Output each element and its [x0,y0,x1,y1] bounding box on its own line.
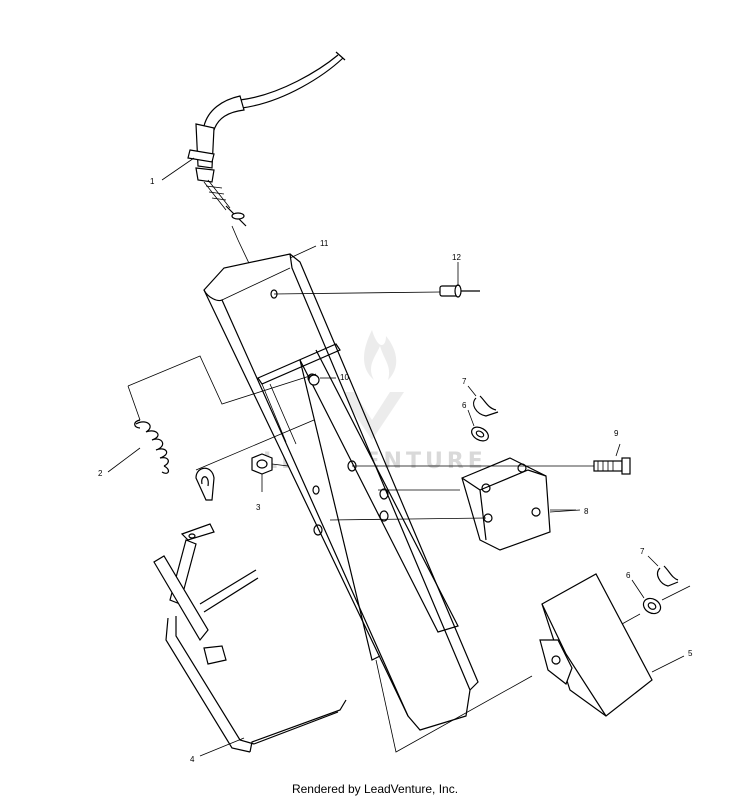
callout-label: 7 [640,547,645,556]
callout-3: 3 [256,474,263,512]
callout-label: 4 [190,755,195,764]
callout-8: 8 [549,507,589,516]
callout-label: 5 [688,649,693,658]
callout-6a: 6 [462,401,475,427]
callout-6b: 6 [626,571,645,599]
callout-label: 10 [340,373,349,382]
callout-label: 6 [462,401,467,410]
callout-7b: 7 [640,547,659,567]
footer-credit: Rendered by LeadVenture, Inc. [291,782,459,796]
washer-upper [471,426,489,442]
rivet [273,284,480,298]
callout-7a: 7 [462,377,477,397]
callout-label: 3 [256,503,261,512]
cotter-pin-lower [656,565,679,587]
callout-label: 8 [584,507,589,516]
bolt [352,443,631,475]
return-spring [127,355,317,474]
watermark-flame-icon [340,330,404,440]
pedal-lever [153,467,347,753]
callout-9: 9 [614,429,619,438]
cotter-pin-upper [473,395,499,417]
callout-label: 11 [320,239,329,248]
callout-4: 4 [190,737,245,764]
callout-1: 1 [150,157,195,186]
callout-label: 1 [150,177,155,186]
nut [251,453,289,475]
stop-block [375,573,653,753]
washer-lower [621,585,691,625]
bushing [308,374,336,386]
throttle-cable [187,51,346,389]
callout-2: 2 [98,447,141,478]
callout-label: 9 [614,429,619,438]
pedal-pad [329,457,576,551]
callout-label: 6 [626,571,631,580]
callout-label: 7 [462,377,467,386]
callout-label: 2 [98,469,103,478]
callout-12: 12 [452,253,461,286]
callout-5: 5 [651,649,693,673]
callout-label: 12 [452,253,461,262]
callout-11: 11 [289,239,329,259]
callout-10: 10 [340,373,349,382]
pedal-plate [203,253,479,731]
